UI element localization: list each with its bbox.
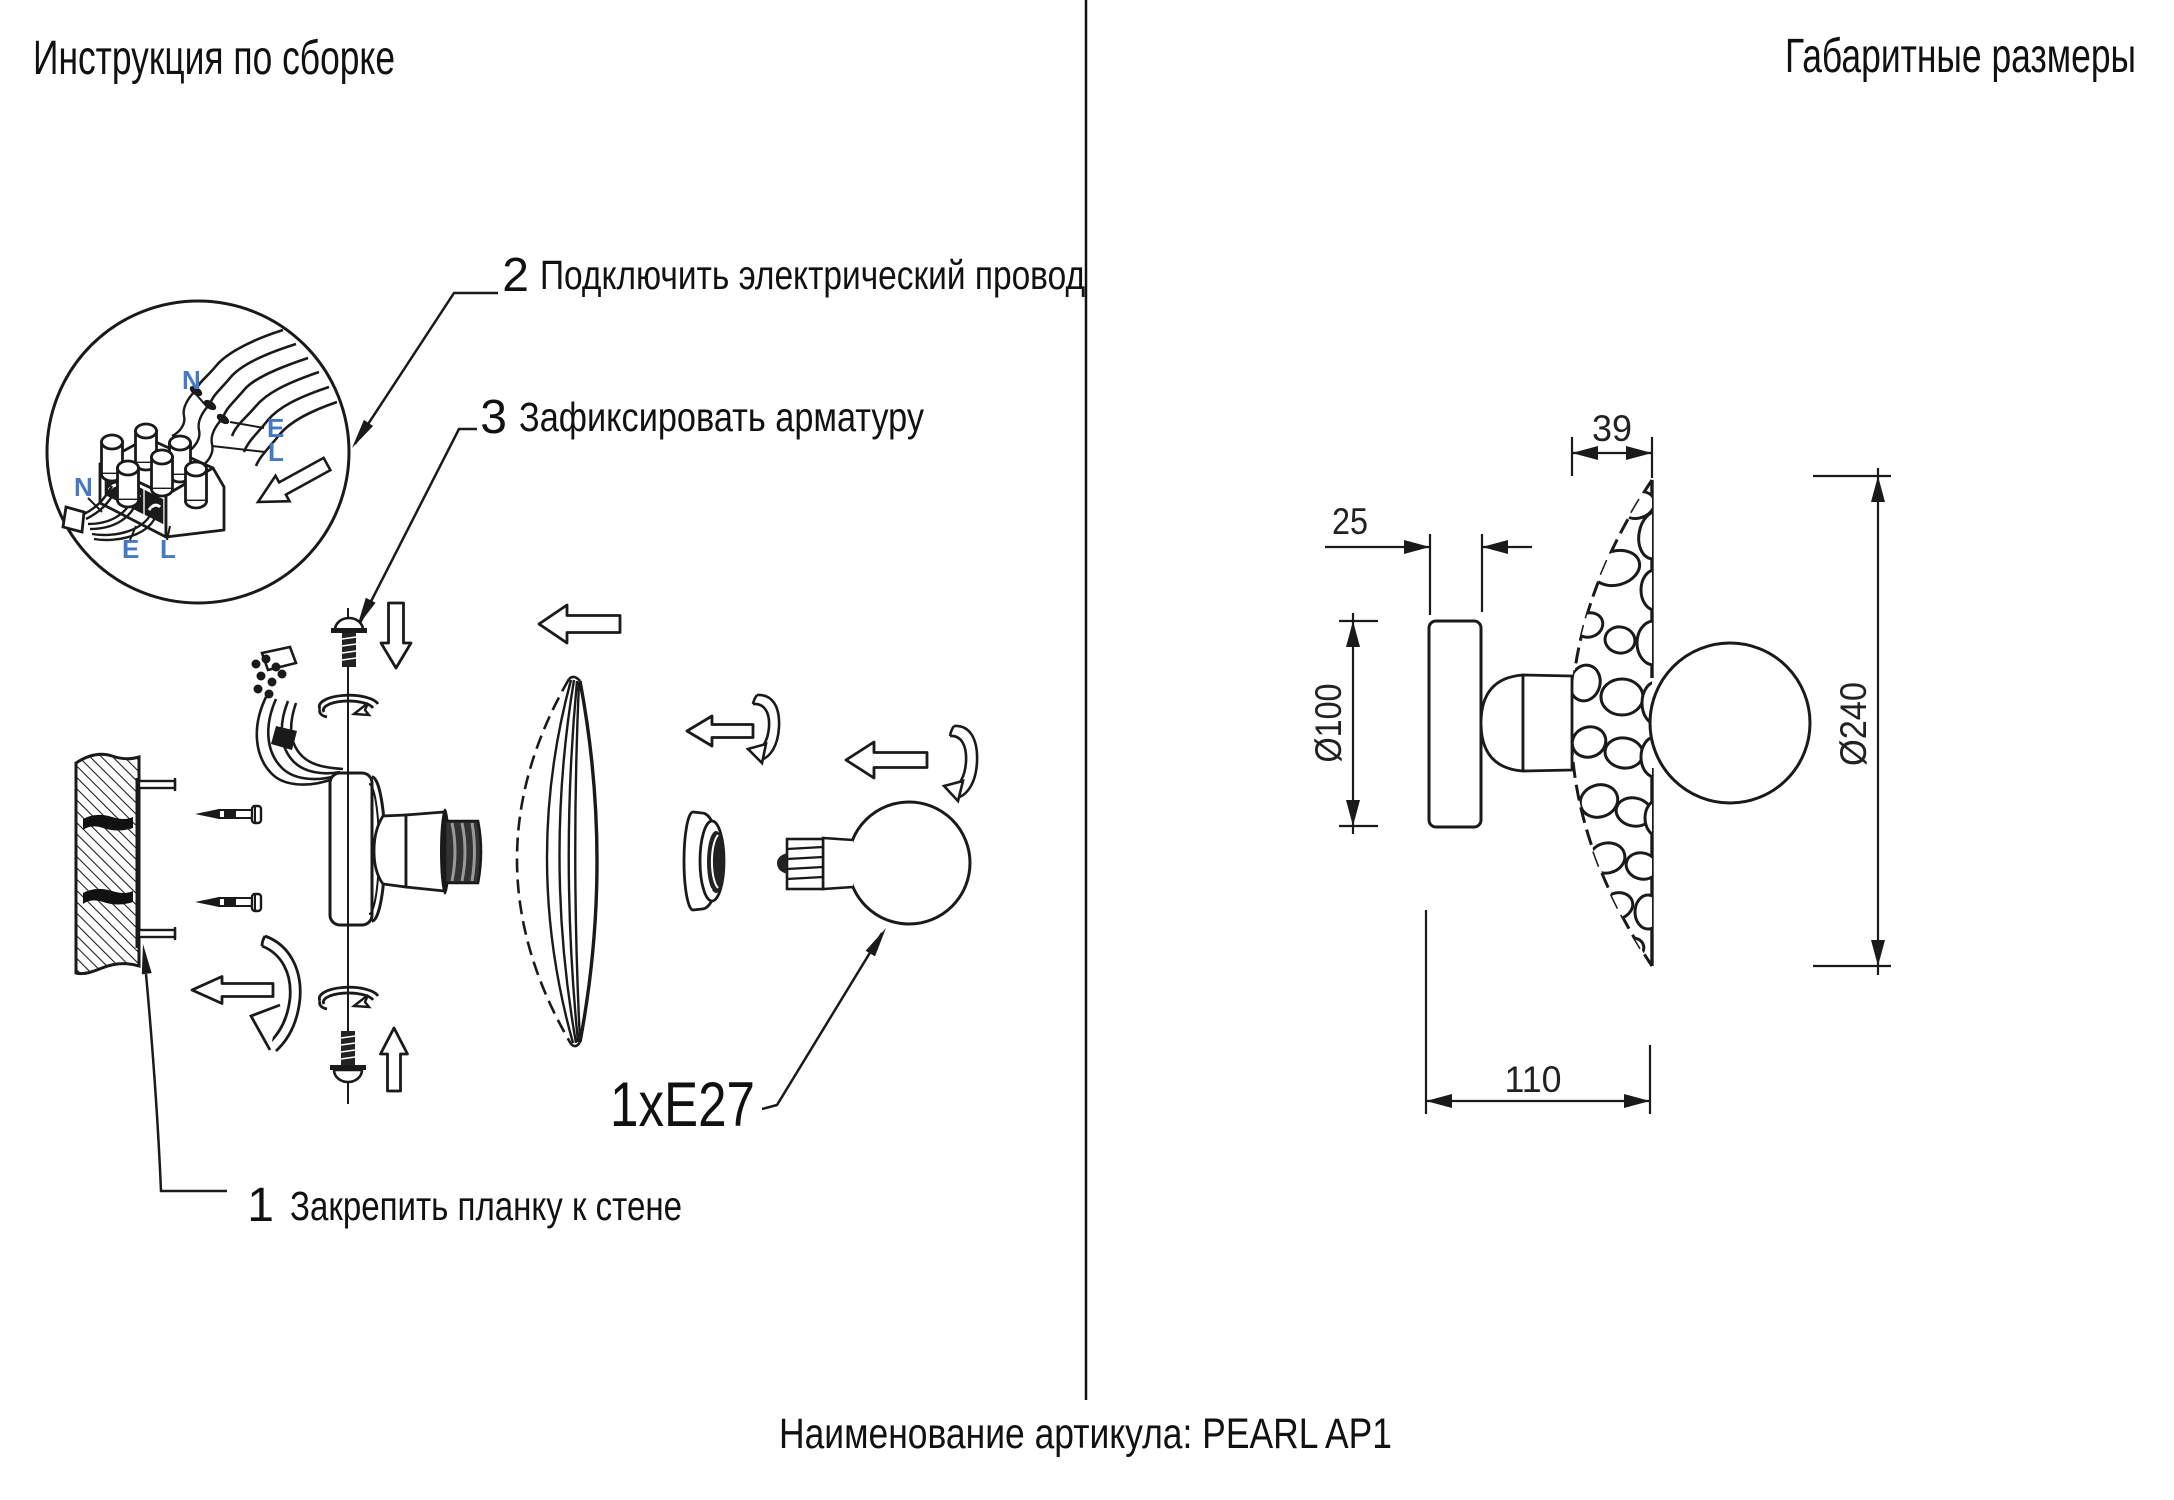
svg-text:Инструкция по сборке: Инструкция по сборке (33, 32, 395, 85)
svg-text:E: E (267, 413, 284, 443)
svg-text:N: N (74, 472, 93, 502)
svg-text:39: 39 (1592, 408, 1632, 449)
svg-text:3: 3 (480, 391, 507, 444)
svg-text:N: N (182, 365, 201, 395)
svg-text:1xE27: 1xE27 (610, 1070, 755, 1140)
svg-text:Габаритные размеры: Габаритные размеры (1785, 30, 2136, 83)
svg-text:L: L (160, 534, 176, 564)
svg-text:Наименование артикула: PEARL A: Наименование артикула: PEARL AP1 (779, 1410, 1392, 1458)
svg-text:25: 25 (1332, 501, 1368, 542)
svg-text:Ø240: Ø240 (1833, 682, 1874, 766)
svg-text:1: 1 (247, 1179, 274, 1232)
svg-text:Подключить электрический прово: Подключить электрический провод (540, 252, 1085, 298)
svg-text:110: 110 (1505, 1059, 1562, 1100)
svg-text:Зафиксировать арматуру: Зафиксировать арматуру (519, 394, 924, 440)
svg-text:2: 2 (502, 249, 529, 302)
svg-text:E: E (122, 534, 139, 564)
svg-text:Ø100: Ø100 (1308, 684, 1349, 763)
svg-text:L: L (268, 437, 284, 467)
svg-text:Закрепить планку к стене: Закрепить планку к стене (290, 1183, 682, 1229)
